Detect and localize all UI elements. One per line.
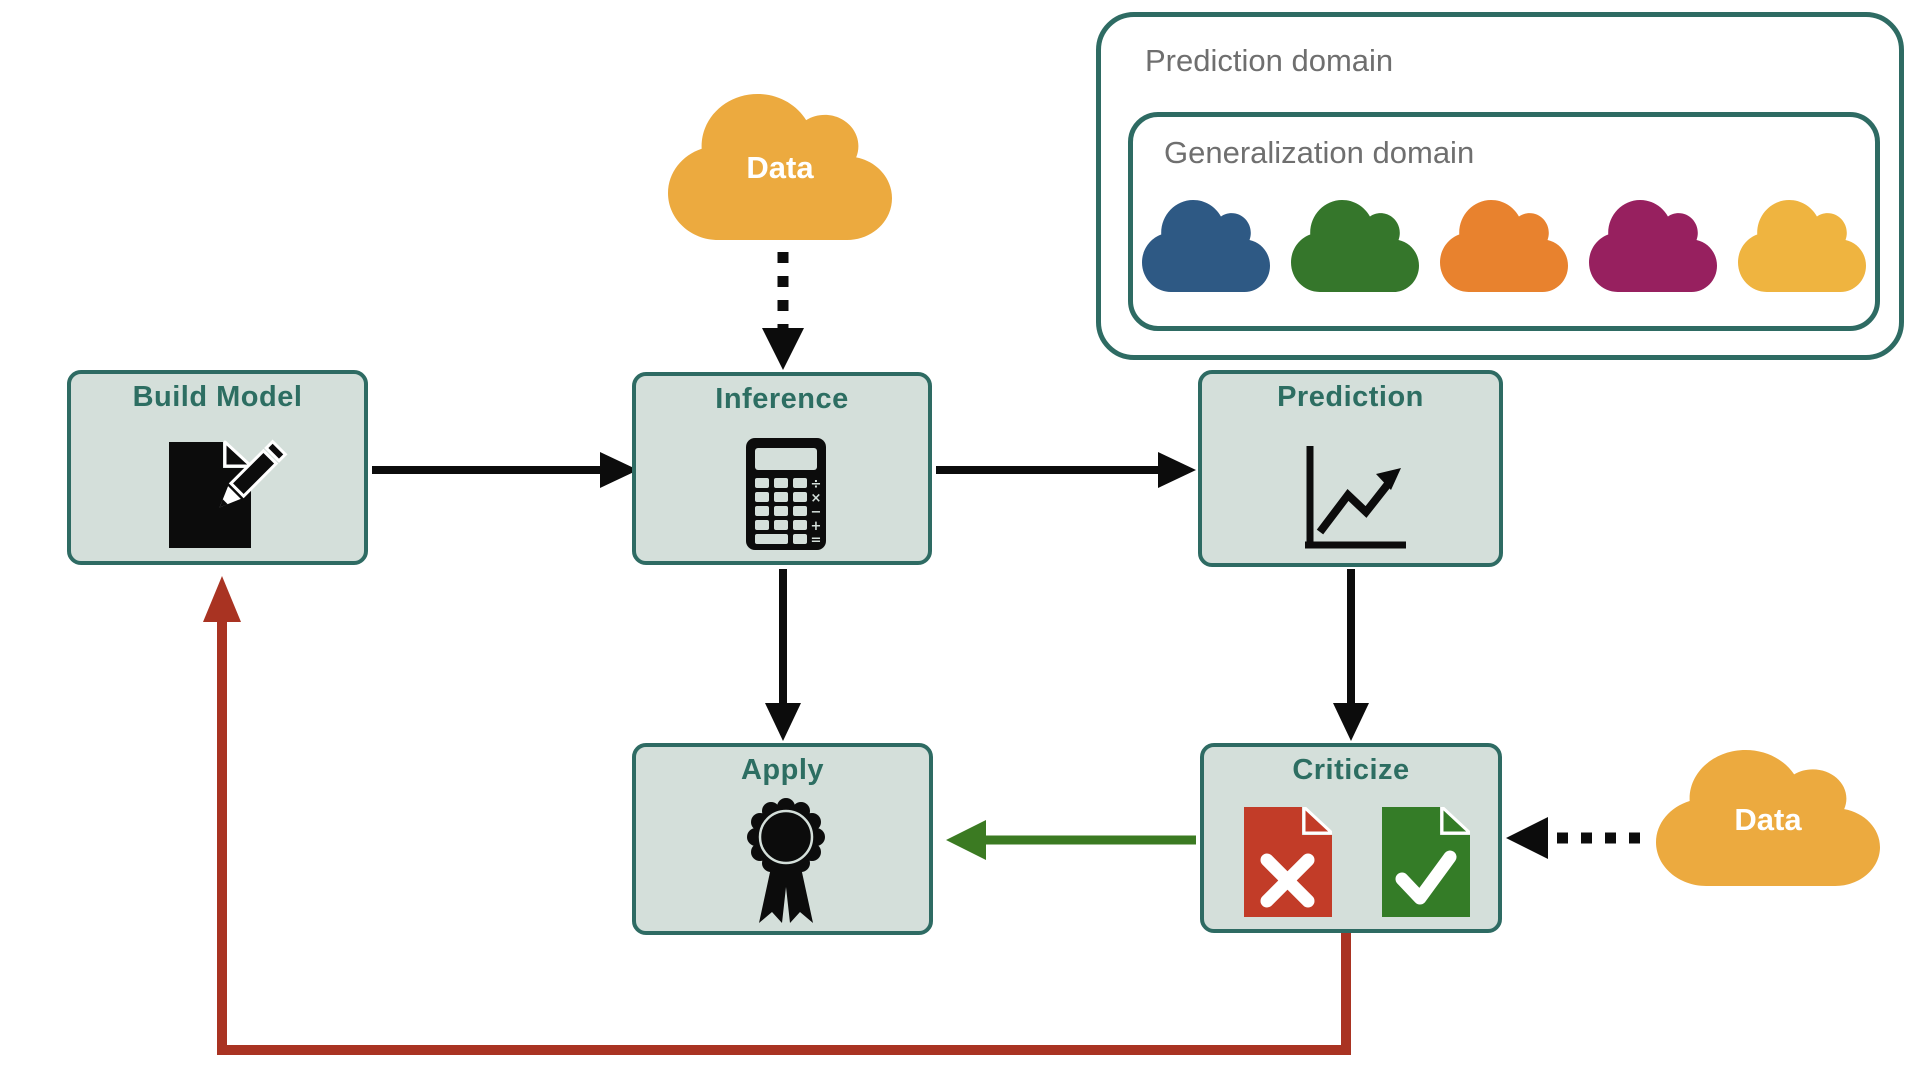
svg-text:−: −	[811, 505, 822, 520]
build-model-title: Build Model	[132, 381, 303, 413]
generalization-domain-label: Generalization domain	[1164, 135, 1475, 170]
svg-text:+: +	[811, 519, 822, 534]
node-prediction: Prediction	[1198, 370, 1503, 567]
document-x-icon	[1244, 807, 1332, 917]
prediction-domain-box: Prediction domain Generalization domain	[1096, 12, 1904, 360]
generalization-domain-box: Generalization domain	[1128, 112, 1880, 331]
svg-text:÷: ÷	[811, 477, 822, 492]
calculator-icon: ÷ × − + =	[746, 438, 826, 550]
data-cloud-right-label: Data	[1734, 802, 1802, 837]
rosette-award-icon	[747, 798, 825, 923]
data-cloud-right-icon	[1656, 750, 1880, 886]
document-pencil-icon	[169, 439, 288, 548]
arrow-inference-to-apply	[765, 569, 801, 741]
cloud-green-icon	[1291, 200, 1419, 292]
cloud-orange-icon	[1440, 200, 1568, 292]
node-inference: Inference ÷ × − + =	[632, 372, 932, 565]
node-build-model: Build Model	[67, 370, 368, 565]
node-apply: Apply	[632, 743, 933, 935]
arrow-criticize-to-apply	[946, 820, 1196, 860]
cloud-blue-icon	[1142, 200, 1270, 292]
line-chart-icon	[1305, 446, 1406, 549]
prediction-domain-label: Prediction domain	[1145, 43, 1394, 78]
node-criticize: Criticize	[1200, 743, 1502, 933]
prediction-title: Prediction	[1277, 381, 1424, 413]
generalization-cloud-row	[1133, 200, 1875, 292]
svg-text:=: =	[811, 533, 822, 548]
document-check-icon	[1382, 807, 1470, 917]
arrow-build-to-inference	[372, 452, 638, 488]
cloud-yellow-icon	[1738, 200, 1866, 292]
arrow-criticize-to-build-model	[203, 576, 1351, 1055]
inference-title: Inference	[715, 383, 849, 415]
svg-text:×: ×	[811, 491, 822, 506]
data-cloud-top-label: Data	[746, 150, 814, 185]
apply-title: Apply	[740, 754, 825, 786]
arrow-data-to-inference-dotted	[762, 252, 804, 370]
arrow-inference-to-prediction	[936, 452, 1196, 488]
criticize-title: Criticize	[1292, 754, 1410, 786]
data-cloud-top-icon	[668, 94, 892, 240]
cloud-magenta-icon	[1589, 200, 1717, 292]
arrow-prediction-to-criticize	[1333, 569, 1369, 741]
arrow-data-to-criticize-dotted	[1506, 817, 1640, 859]
